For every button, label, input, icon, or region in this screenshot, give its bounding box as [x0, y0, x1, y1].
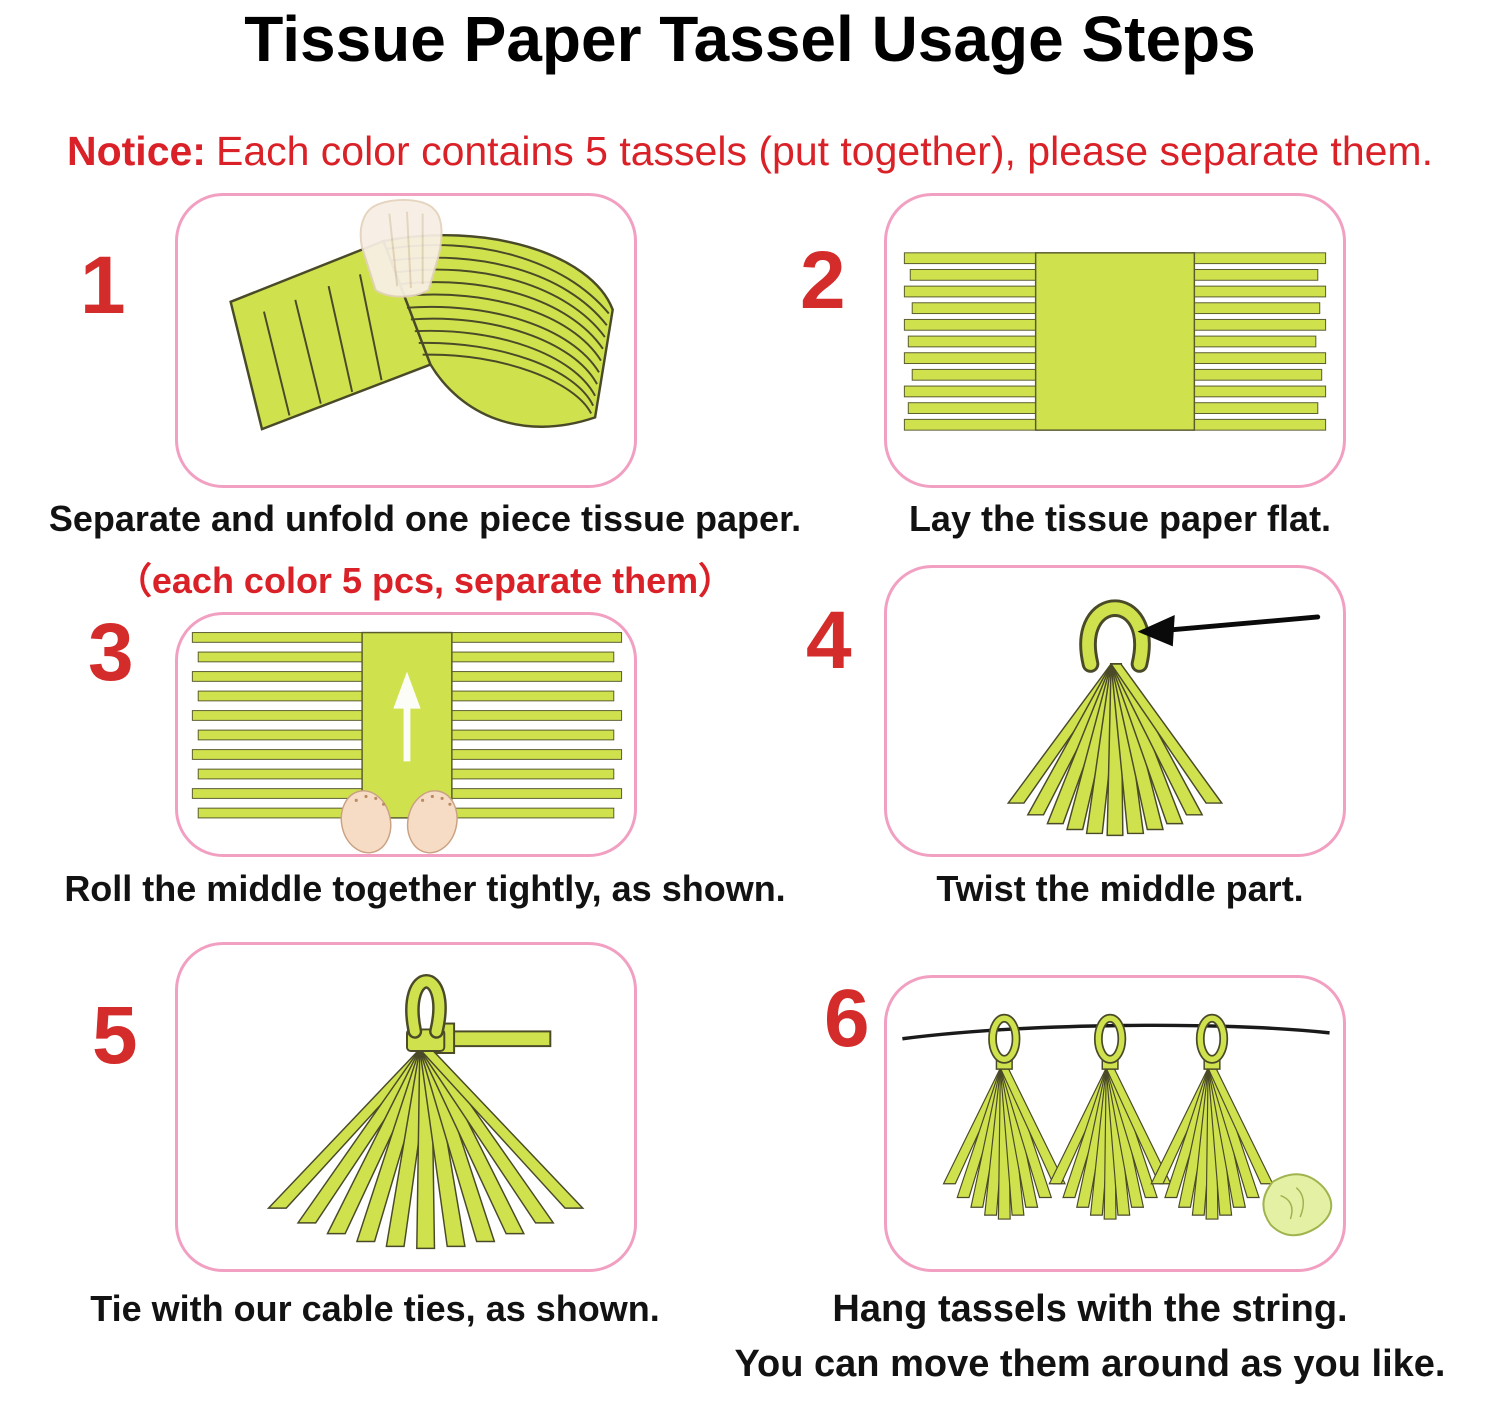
step-6-number: 6	[824, 973, 870, 1064]
step-4-card	[884, 565, 1346, 857]
roll-upward-arrow-icon	[393, 671, 421, 762]
hanging-tassels-illustration	[902, 978, 1333, 1237]
flat-tissue-illustration	[903, 252, 1327, 431]
cable-tie-illustration	[266, 974, 585, 1250]
notice-text: Each color contains 5 tassels (put toget…	[215, 128, 1433, 174]
crumpled-tissue-icon	[1262, 1173, 1333, 1237]
direction-arrow-icon	[1137, 614, 1321, 647]
twist-middle-illustration	[1006, 599, 1321, 837]
hands-icon	[340, 790, 458, 854]
step-6-caption-2: You can move them around as you like.	[734, 1343, 1446, 1385]
step-2-number: 2	[800, 235, 846, 326]
notice-label: Notice:	[67, 128, 206, 174]
roll-middle-illustration	[191, 631, 623, 854]
step-2-caption: Lay the tissue paper flat.	[908, 498, 1332, 539]
unfold-tissue-illustration	[229, 199, 614, 431]
page-title: Tissue Paper Tassel Usage Steps	[244, 3, 1256, 75]
step-1-caption: Separate and unfold one piece tissue pap…	[48, 498, 802, 539]
step-6-card	[884, 975, 1346, 1272]
step-3-number: 3	[88, 607, 134, 698]
step-3-caption: Roll the middle together tightly, as sho…	[64, 868, 786, 909]
notice: Notice:Each color contains 5 tassels (pu…	[0, 128, 1500, 175]
step-4-caption: Twist the middle part.	[936, 868, 1304, 909]
step-2-card	[884, 193, 1346, 488]
step-4-number: 4	[806, 595, 852, 686]
step-1-card	[175, 193, 637, 488]
step-5-card	[175, 942, 637, 1272]
step-1-subcaption: （each color 5 pcs, separate them）	[115, 560, 735, 601]
step-3-card	[175, 612, 637, 857]
step-5-number: 5	[92, 990, 138, 1081]
step-6-caption: Hang tassels with the string.	[832, 1288, 1348, 1330]
cable-tie-icon	[435, 1022, 552, 1054]
step-1-number: 1	[80, 240, 126, 331]
hand-icon	[359, 199, 443, 298]
step-5-caption: Tie with our cable ties, as shown.	[90, 1288, 660, 1329]
